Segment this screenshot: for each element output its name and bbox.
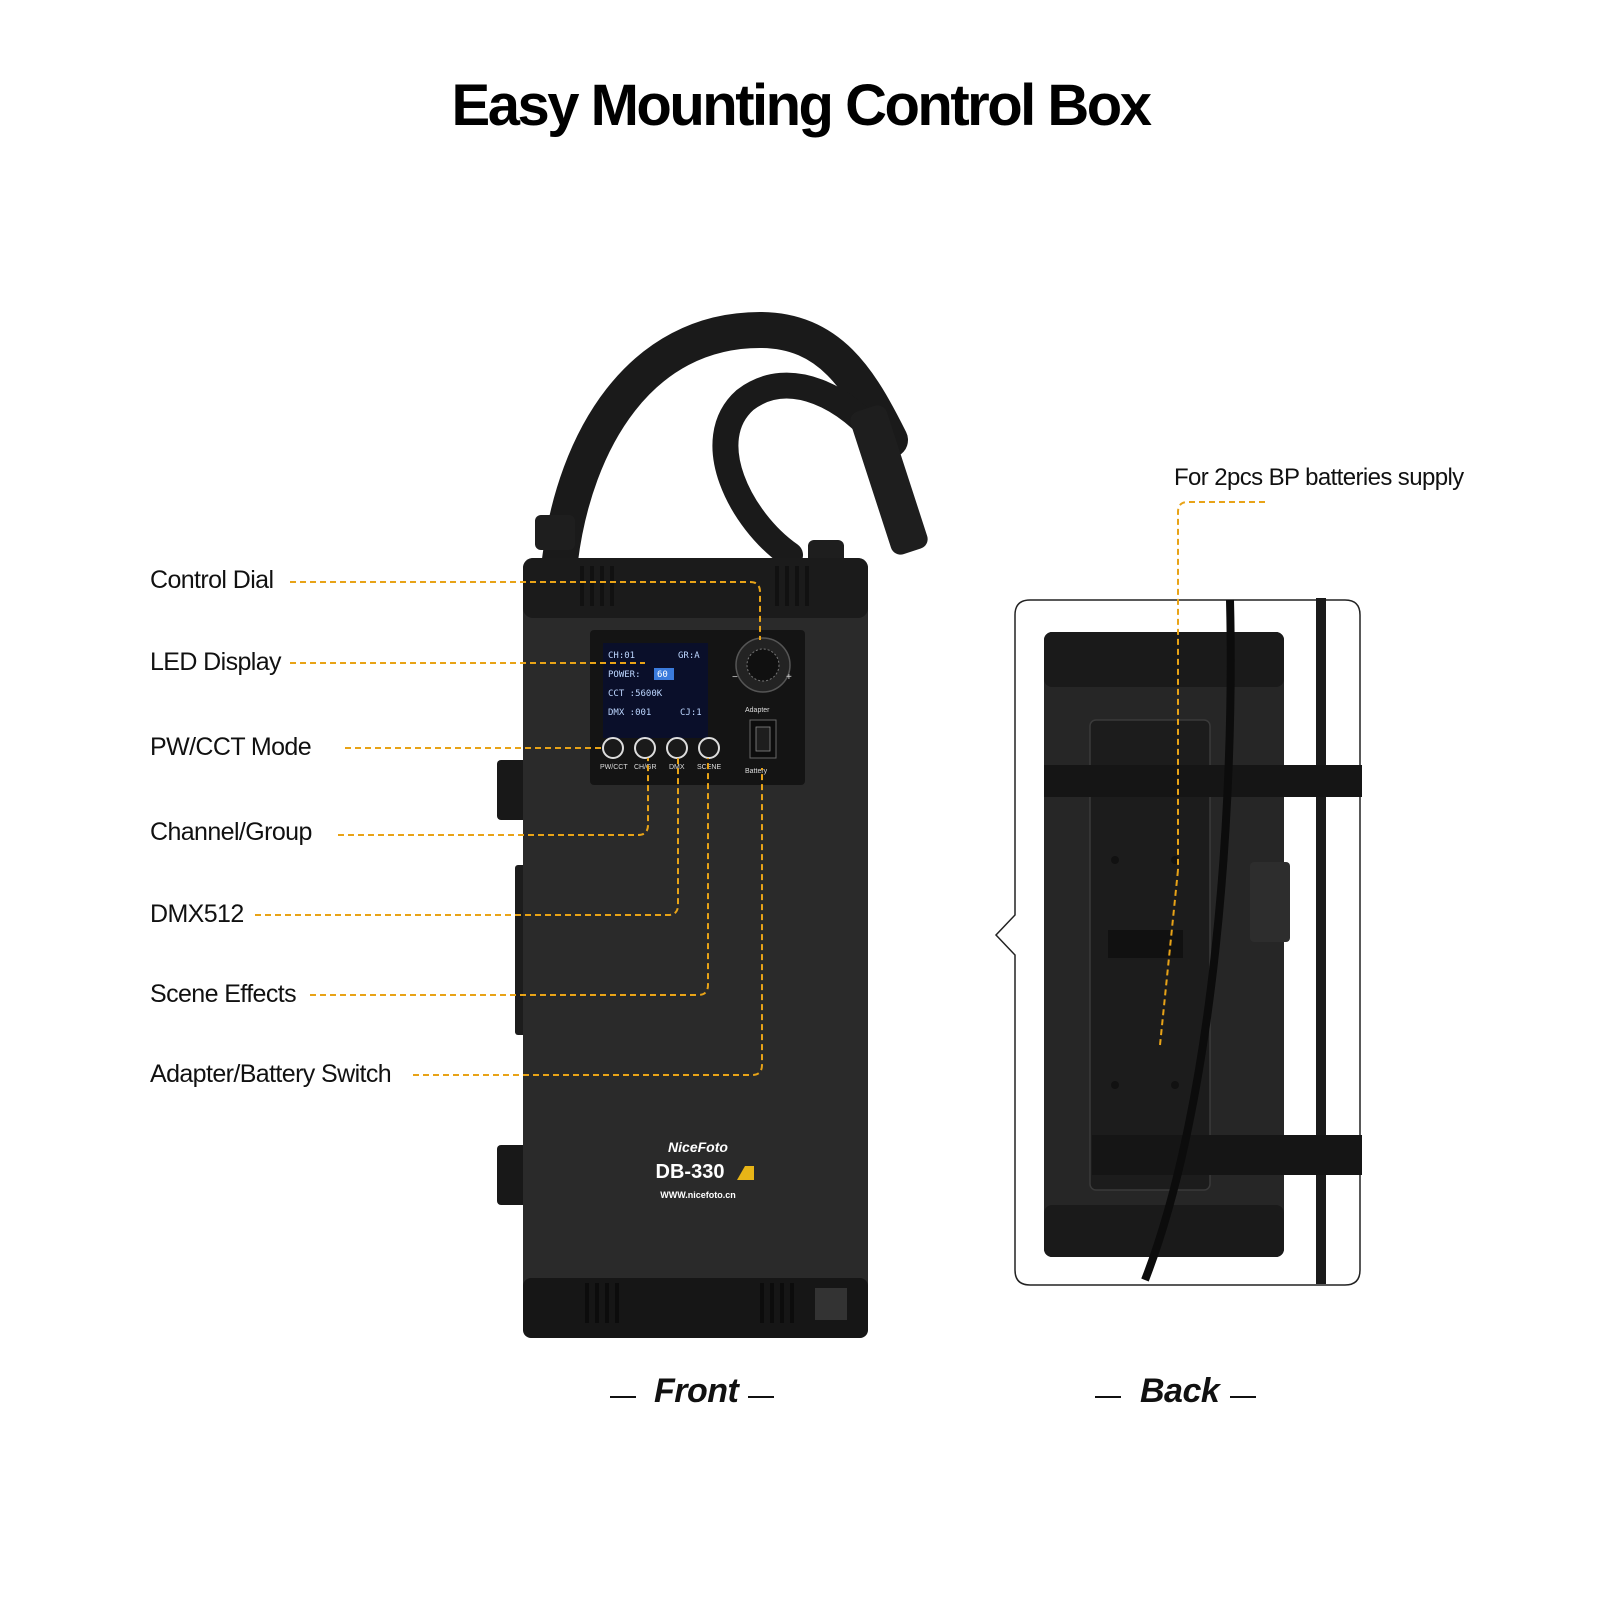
light-stand-pole [1316, 598, 1326, 1284]
dial-plus: + [786, 672, 792, 683]
callout-dmx512: DMX512 [150, 900, 244, 928]
pw-cct-button[interactable] [602, 737, 624, 759]
model-name: DB-330 [656, 1161, 725, 1183]
velcro-strap-top [1044, 765, 1362, 797]
ch-gr-button[interactable] [634, 737, 656, 759]
display-gr: GR:A [678, 651, 700, 661]
dmx-button-label: DMX [669, 764, 685, 771]
back-top-cap [1044, 632, 1284, 687]
dmx-button[interactable] [666, 737, 688, 759]
front-caption-dash-right [748, 1396, 774, 1398]
qr-code [815, 1288, 847, 1320]
front-caption: Front [654, 1372, 739, 1410]
brand-logo: NiceFoto [668, 1139, 728, 1155]
dial-knob-icon [746, 648, 780, 682]
power-cable [1141, 599, 1235, 1282]
ch-gr-button-label: CH/GR [634, 764, 657, 771]
mount-clamp [1250, 862, 1290, 942]
scene-button[interactable] [698, 737, 720, 759]
dial-minus: − [732, 672, 738, 683]
callout-channel-group: Channel/Group [150, 818, 312, 846]
front-caption-dash-left [610, 1396, 636, 1398]
velcro-strap-bottom [1092, 1135, 1362, 1175]
page-title: Easy Mounting Control Box [451, 73, 1152, 138]
callout-batteries-supply: For 2pcs BP batteries supply [1174, 464, 1464, 491]
scene-button-label: SCENE [697, 764, 721, 771]
back-caption-dash-left [1095, 1396, 1121, 1398]
display-cct: CCT :5600K [608, 689, 663, 699]
display-ch: CH:01 [608, 651, 635, 661]
pw-cct-button-label: PW/CCT [600, 764, 628, 771]
side-clamp-bottom [497, 1145, 527, 1205]
callout-led-display: LED Display [150, 648, 282, 676]
callout-scene-effects: Scene Effects [150, 980, 297, 1008]
callout-control-dial: Control Dial [150, 566, 274, 594]
bottom-vents [585, 1283, 794, 1323]
back-caption-dash-right [1230, 1396, 1256, 1398]
top-cap [523, 558, 868, 618]
led-display [603, 643, 708, 738]
callout-lines [255, 501, 1265, 1076]
adapter-label: Adapter [745, 707, 770, 714]
display-cj: CJ:1 [680, 708, 702, 718]
display-dmx: DMX :001 [608, 708, 651, 718]
top-vents [580, 566, 809, 606]
model-logo-icon [737, 1166, 754, 1180]
callout-adapter-battery-switch: Adapter/Battery Switch [150, 1060, 392, 1088]
side-clamp-top [497, 760, 527, 820]
panel-buttons: PW/CCT CH/GR DMX SCENE [600, 737, 721, 771]
back-caption: Back [1140, 1372, 1220, 1410]
carry-strap [542, 311, 908, 578]
strap-clip-left [535, 515, 575, 550]
battery-label: Battery [745, 768, 768, 775]
display-power-value: 60 [657, 670, 668, 680]
mount-holes [1111, 856, 1179, 1089]
website: WWW.nicefoto.cn [660, 1190, 736, 1200]
callout-pw-cct-mode: PW/CCT Mode [150, 733, 312, 761]
strap-buckle [850, 405, 928, 555]
display-power-label: POWER: [608, 670, 641, 680]
